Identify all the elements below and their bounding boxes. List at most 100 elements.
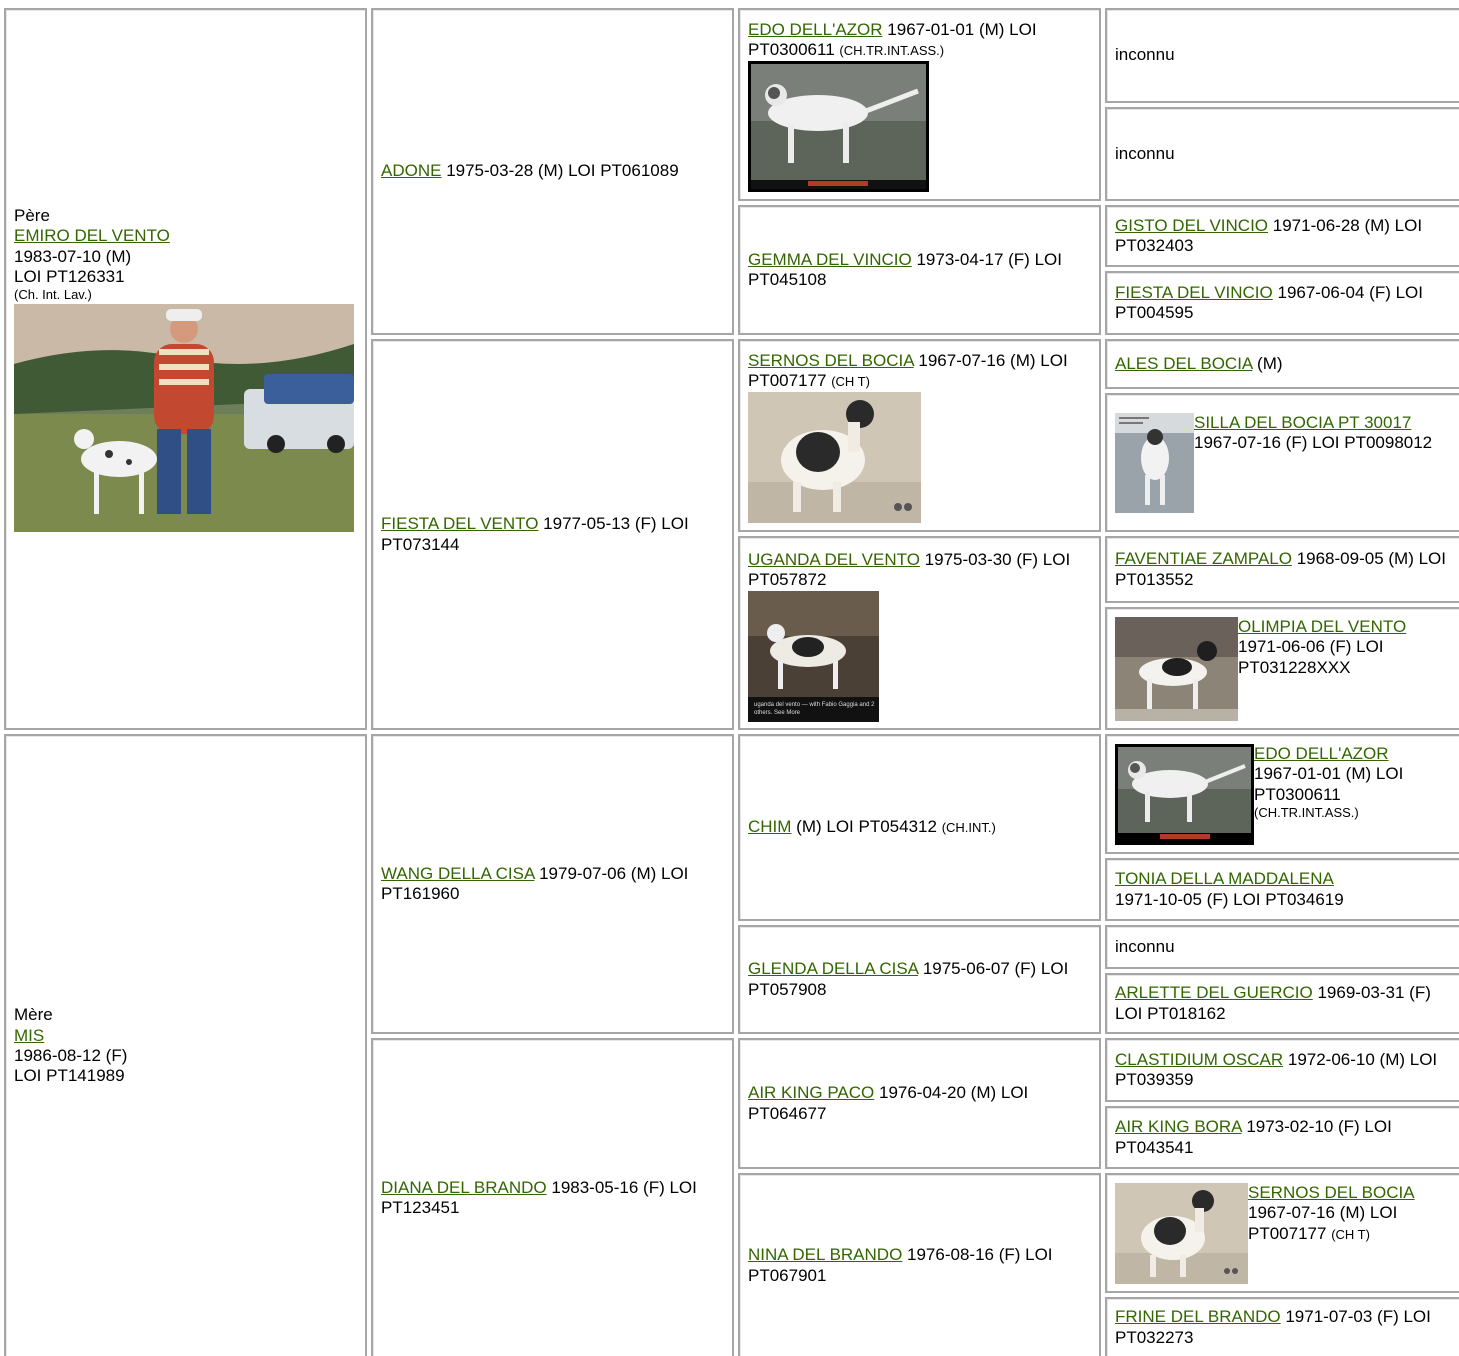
gen3-title: (CH.TR.INT.ASS.) xyxy=(839,43,945,59)
unknown-ancestor: inconnu xyxy=(1115,936,1175,956)
gen3-cell-3: UGANDA DEL VENTO 1975-03-30 (F) LOI PT05… xyxy=(738,536,1101,730)
gen4-name-link[interactable]: TONIA DELLA MADDALENA xyxy=(1115,869,1334,889)
gen2-info: 1975-03-28 (M) LOI PT061089 xyxy=(441,161,679,181)
gen4-cell-1: inconnu xyxy=(1105,107,1459,201)
gen3-info: 1975-03-30 (F) LOI PT057872 xyxy=(748,550,1071,590)
unknown-ancestor: inconnu xyxy=(1115,45,1175,65)
gen3-name-link[interactable]: EDO DELL'AZOR xyxy=(748,20,883,39)
gen3-info: 1967-07-16 (M) LOI PT007177 xyxy=(748,351,1068,391)
gen2-name-link[interactable]: WANG DELLA CISA xyxy=(381,863,535,883)
pointer-dog-photo xyxy=(1115,412,1194,513)
gen3-title: (CH.INT.) xyxy=(941,820,996,836)
gen2-info: 1977-05-13 (F) LOI PT073144 xyxy=(381,514,689,554)
sire-photo xyxy=(14,304,354,533)
gen4-info: 1972-06-10 (M) LOI PT039359 xyxy=(1115,1049,1438,1089)
gen4-info: 1967-07-16 (M) LOI PT007177 xyxy=(1248,1203,1398,1243)
gen2-info: 1979-07-06 (M) LOI PT161960 xyxy=(381,863,689,903)
gen3-name-link[interactable]: CHIM xyxy=(748,817,792,837)
gen4-name-link[interactable]: CLASTIDIUM OSCAR xyxy=(1115,1049,1284,1069)
dam-cell: Mère MIS 1986-08-12 (F) LOI PT141989 xyxy=(4,734,367,1356)
gen4-name-link[interactable]: AIR KING BORA xyxy=(1115,1117,1242,1137)
gen4-info: 1967-06-04 (F) LOI PT004595 xyxy=(1115,282,1424,322)
gen3-info: 1976-08-16 (F) LOI PT067901 xyxy=(748,1245,1053,1285)
gen4-info: 1971-06-28 (M) LOI PT032403 xyxy=(1115,215,1423,255)
gen2-name-link[interactable]: ADONE xyxy=(381,161,442,181)
gen4-cell-15: FRINE DEL BRANDO 1971-07-03 (F) LOI PT03… xyxy=(1105,1297,1459,1356)
gen4-name-link[interactable]: EDO DELL'AZOR xyxy=(1254,744,1389,763)
pointer-dog-photo xyxy=(748,60,929,192)
gen4-info: 1971-06-06 (F) LOI PT031228XXX xyxy=(1238,637,1384,677)
gen3-name-link[interactable]: GEMMA DEL VINCIO xyxy=(748,249,912,269)
gen4-cell-9: TONIA DELLA MADDALENA 1971-10-05 (F) LOI… xyxy=(1105,858,1459,921)
gen3-title: (CH T) xyxy=(831,374,870,390)
gen4-cell-12: CLASTIDIUM OSCAR 1972-06-10 (M) LOI PT03… xyxy=(1105,1038,1459,1102)
gen3-name-link[interactable]: AIR KING PACO xyxy=(748,1083,875,1103)
gen4-name-link[interactable]: FAVENTIAE ZAMPALO xyxy=(1115,549,1292,569)
gen2-cell-1: FIESTA DEL VENTO 1977-05-13 (F) LOI PT07… xyxy=(371,339,734,730)
gen4-name-link[interactable]: SERNOS DEL BOCIA xyxy=(1248,1183,1415,1202)
sire-registration: LOI PT126331 xyxy=(14,267,125,287)
gen2-name-link[interactable]: DIANA DEL BRANDO xyxy=(381,1177,547,1197)
gen3-cell-0: EDO DELL'AZOR 1967-01-01 (M) LOI PT03006… xyxy=(738,8,1101,201)
gen3-cell-4: CHIM (M) LOI PT054312 (CH.INT.) xyxy=(738,734,1101,921)
gen3-info: 1976-04-20 (M) LOI PT064677 xyxy=(748,1083,1029,1123)
pointer-dog-photo xyxy=(748,391,921,523)
gen4-cell-10: inconnu xyxy=(1105,925,1459,969)
gen2-name-link[interactable]: FIESTA DEL VENTO xyxy=(381,514,539,534)
dam-name-link[interactable]: MIS xyxy=(14,1025,45,1045)
gen4-name-link[interactable]: FIESTA DEL VINCIO xyxy=(1115,282,1273,302)
gen4-cell-13: AIR KING BORA 1973-02-10 (F) LOI PT04354… xyxy=(1105,1106,1459,1169)
gen4-name-link[interactable]: SILLA DEL BOCIA PT 30017 xyxy=(1194,412,1412,432)
gen2-cell-0: ADONE 1975-03-28 (M) LOI PT061089 xyxy=(371,8,734,335)
sire-name-link[interactable]: EMIRO DEL VENTO xyxy=(14,226,170,246)
gen4-cell-6: FAVENTIAE ZAMPALO 1968-09-05 (M) LOI PT0… xyxy=(1105,536,1459,603)
gen4-title: (CH T) xyxy=(1331,1226,1370,1242)
gen4-cell-3: FIESTA DEL VINCIO 1967-06-04 (F) LOI PT0… xyxy=(1105,271,1459,335)
photo-caption: uganda del vento — with Fabio Gaggia and… xyxy=(754,702,875,716)
sire-cell: Père EMIRO DEL VENTO 1983-07-10 (M) LOI … xyxy=(4,8,367,730)
gen3-name-link[interactable]: SERNOS DEL BOCIA xyxy=(748,351,914,370)
dam-birth: 1986-08-12 (F) xyxy=(14,1046,128,1065)
pointer-dog-photo xyxy=(1115,617,1238,721)
gen3-info: 1973-04-17 (F) LOI PT045108 xyxy=(748,249,1062,289)
pointer-dog-photo xyxy=(1115,1183,1248,1284)
gen4-info: (M) xyxy=(1252,353,1283,373)
gen4-cell-2: GISTO DEL VINCIO 1971-06-28 (M) LOI PT03… xyxy=(1105,205,1459,267)
gen3-cell-5: GLENDA DELLA CISA 1975-06-07 (F) LOI PT0… xyxy=(738,925,1101,1034)
gen3-cell-2: SERNOS DEL BOCIA 1967-07-16 (M) LOI PT00… xyxy=(738,339,1101,532)
gen3-info: 1967-01-01 (M) LOI PT0300611 xyxy=(748,20,1037,60)
sire-birth: 1983-07-10 (M) xyxy=(14,246,132,266)
dam-role-label: Mère xyxy=(14,1005,53,1025)
gen3-cell-6: AIR KING PACO 1976-04-20 (M) LOI PT06467… xyxy=(738,1038,1101,1169)
gen3-cell-1: GEMMA DEL VINCIO 1973-04-17 (F) LOI PT04… xyxy=(738,205,1101,335)
gen4-info: 1968-09-05 (M) LOI PT013552 xyxy=(1115,549,1446,589)
gen4-name-link[interactable]: ARLETTE DEL GUERCIO xyxy=(1115,983,1313,1003)
gen3-name-link[interactable]: GLENDA DELLA CISA xyxy=(748,959,919,979)
gen4-name-link[interactable]: OLIMPIA DEL VENTO xyxy=(1238,617,1407,636)
gen4-title: (CH.TR.INT.ASS.) xyxy=(1254,805,1359,821)
gen4-info: 1973-02-10 (F) LOI PT043541 xyxy=(1115,1117,1392,1157)
pointer-dog-photo: uganda del vento — with Fabio Gaggia and… xyxy=(748,590,879,722)
gen4-name-link[interactable]: FRINE DEL BRANDO xyxy=(1115,1307,1281,1327)
gen3-name-link[interactable]: UGANDA DEL VENTO xyxy=(748,550,920,569)
gen4-name-link[interactable]: GISTO DEL VINCIO xyxy=(1115,215,1269,235)
gen4-info: 1967-07-16 (F) LOI PT0098012 xyxy=(1194,432,1433,452)
gen4-cell-11: ARLETTE DEL GUERCIO 1969-03-31 (F) LOI P… xyxy=(1105,973,1459,1034)
unknown-ancestor: inconnu xyxy=(1115,143,1175,163)
gen2-cell-3: DIANA DEL BRANDO 1983-05-16 (F) LOI PT12… xyxy=(371,1038,734,1356)
gen4-cell-4: ALES DEL BOCIA (M) xyxy=(1105,339,1459,389)
gen4-info: 1967-01-01 (M) LOI PT0300611 xyxy=(1254,764,1404,804)
gen4-name-link[interactable]: ALES DEL BOCIA xyxy=(1115,353,1253,373)
sire-role-label: Père xyxy=(14,205,50,225)
gen4-info: 1971-07-03 (F) LOI PT032273 xyxy=(1115,1307,1431,1347)
gen4-info: 1971-10-05 (F) LOI PT034619 xyxy=(1115,889,1344,909)
gen2-info: 1983-05-16 (F) LOI PT123451 xyxy=(381,1177,697,1217)
gen3-cell-7: NINA DEL BRANDO 1976-08-16 (F) LOI PT067… xyxy=(738,1173,1101,1356)
gen3-info: (M) LOI PT054312 xyxy=(791,817,942,837)
dam-registration: LOI PT141989 xyxy=(14,1066,125,1086)
gen3-name-link[interactable]: NINA DEL BRANDO xyxy=(748,1245,903,1265)
